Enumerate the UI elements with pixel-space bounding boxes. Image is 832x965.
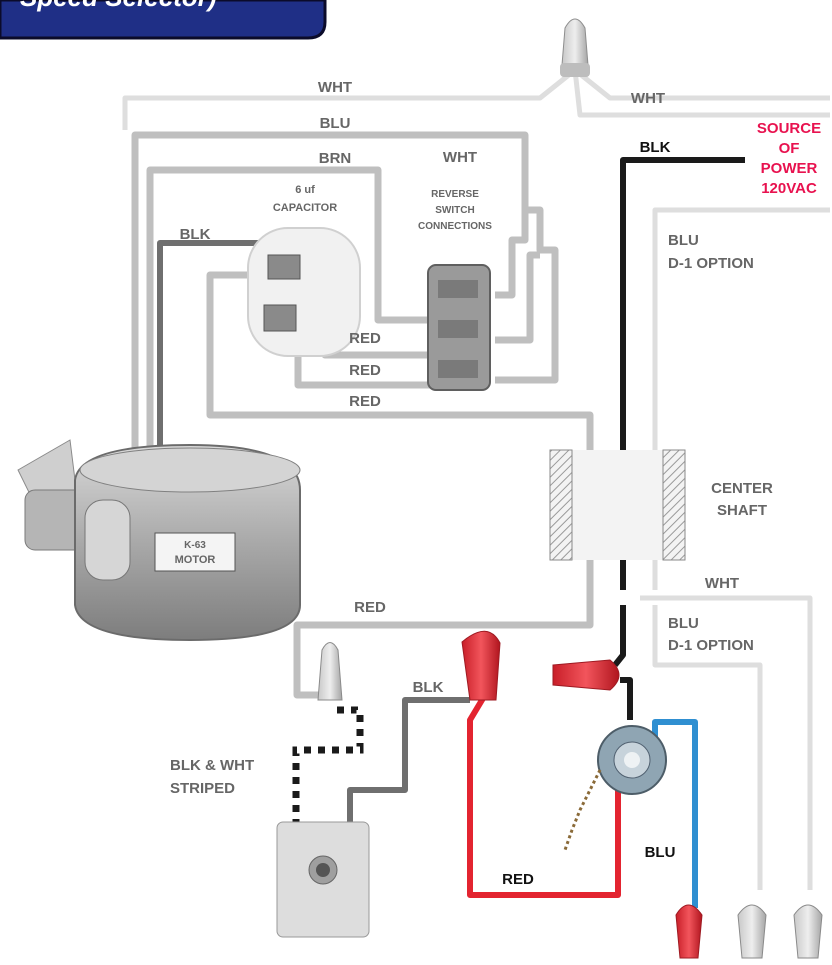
reverse-switch-label-2: SWITCH <box>435 205 474 216</box>
capacitor-label-1: 6 uf <box>295 184 315 196</box>
label-blu-option-1a: BLU <box>668 232 699 249</box>
label-red-bottom: RED <box>502 871 534 888</box>
top-wire-group <box>122 18 830 130</box>
wire-nut-icon <box>793 904 823 959</box>
label-wht-switch: WHT <box>443 149 477 166</box>
center-shaft <box>549 449 686 561</box>
label-brn: BRN <box>319 150 352 167</box>
wire-brn <box>146 166 430 455</box>
reverse-switch-icon <box>427 264 491 391</box>
wire-nut-icon <box>552 659 620 691</box>
label-source-1: SOURCE <box>757 120 821 137</box>
label-red-2: RED <box>349 362 381 379</box>
label-source-2: OF <box>779 140 800 157</box>
header-banner: Speed Selector) <box>0 0 327 40</box>
label-wht-top-right: WHT <box>631 90 665 107</box>
motor-label-2: MOTOR <box>175 554 216 566</box>
label-wht-top: WHT <box>318 79 352 96</box>
label-center-2: SHAFT <box>717 502 767 519</box>
wire-blu-switch <box>652 719 698 908</box>
label-red-lower: RED <box>354 599 386 616</box>
label-striped-2: STRIPED <box>170 780 235 797</box>
label-blu-option-2a: BLU <box>668 615 699 632</box>
label-blk-power: BLK <box>640 139 671 156</box>
reverse-switch-label-3: CONNECTIONS <box>418 221 492 232</box>
label-red-1: RED <box>349 330 381 347</box>
wire-blk-lower <box>347 697 470 828</box>
motor-label-1: K-63 <box>184 540 206 551</box>
pull-chain-switch-icon <box>563 725 667 851</box>
wire-blk-power <box>620 157 745 590</box>
label-wht-lower: WHT <box>705 575 739 592</box>
wire-nut-icon <box>317 642 343 701</box>
label-striped-1: BLK & WHT <box>170 757 254 774</box>
label-blu-top: BLU <box>320 115 351 132</box>
wire-red-lower <box>467 693 621 898</box>
wire-wht-switch <box>495 200 529 299</box>
wire-blk-wht-striped <box>292 706 364 830</box>
capacitor-icon <box>247 227 361 357</box>
label-source-4: 120VAC <box>761 180 817 197</box>
wire-nut-icon <box>675 904 703 959</box>
label-blu-option-1b: D-1 OPTION <box>668 255 754 272</box>
wall-switch-icon <box>276 821 370 938</box>
label-blu-option-2b: D-1 OPTION <box>668 637 754 654</box>
wire-wht-lower <box>640 595 813 890</box>
header-title: Speed Selector) <box>20 0 217 12</box>
wire-blu-option-2 <box>652 605 763 890</box>
wire-blu-top <box>131 131 559 455</box>
capacitor-label-2: CAPACITOR <box>273 202 337 214</box>
label-source-3: POWER <box>761 160 818 177</box>
label-red-3: RED <box>349 393 381 410</box>
wire-nut-icon <box>737 904 767 959</box>
label-blu-switch: BLU <box>645 844 676 861</box>
label-blk-lower: BLK <box>413 679 444 696</box>
wire-nut-top <box>560 18 590 77</box>
motor-icon <box>17 439 301 642</box>
wire-nut-icon <box>461 630 501 701</box>
label-blk-cap: BLK <box>180 226 211 243</box>
label-center-1: CENTER <box>711 480 773 497</box>
reverse-switch-label-1: REVERSE <box>431 189 479 200</box>
